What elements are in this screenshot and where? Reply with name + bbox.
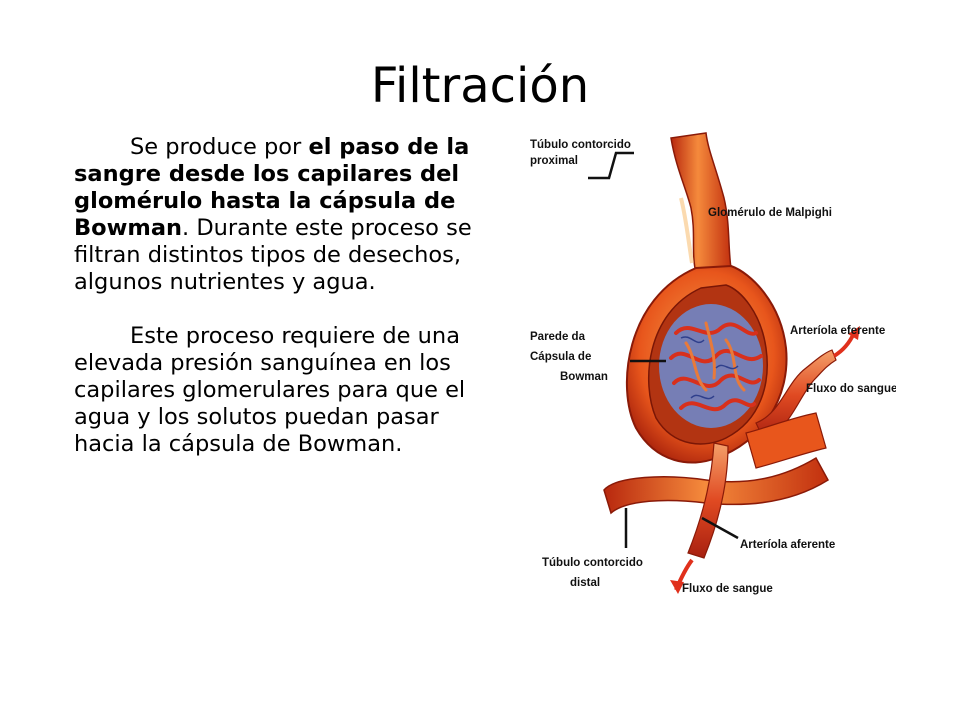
paragraph-1: Se produce por el paso de la sangre desd… bbox=[74, 134, 476, 296]
label-fluxo-do-sangue: Fluxo do sangue bbox=[806, 383, 896, 395]
label-fluxo-de-sangue: Fluxo de sangue bbox=[682, 583, 773, 595]
nephron-diagram: Túbulo contorcido proximal Glomérulo de … bbox=[530, 132, 896, 595]
leader-lines bbox=[588, 151, 739, 548]
label-parede-1: Parede da bbox=[530, 331, 586, 343]
body-text: Se produce por el paso de la sangre desd… bbox=[74, 134, 476, 458]
label-tubulo-distal-1: Túbulo contorcido bbox=[542, 557, 643, 569]
blood-flow-arrows bbox=[670, 326, 860, 594]
efferent-arteriole bbox=[755, 349, 837, 441]
slide-title: Filtración bbox=[370, 58, 590, 114]
label-tubulo-proximal-2: proximal bbox=[530, 155, 578, 167]
label-tubulo-distal-2: distal bbox=[570, 577, 600, 589]
label-arteriola-eferente: Arteríola eferente bbox=[790, 325, 885, 337]
arrow-out-icon bbox=[848, 326, 860, 340]
afferent-arteriole bbox=[687, 442, 729, 559]
label-arteriola-aferente: Arteríola aferente bbox=[740, 539, 835, 551]
label-parede-3: Bowman bbox=[560, 371, 608, 383]
label-parede-2: Cápsula de bbox=[530, 351, 591, 363]
arrow-in-icon bbox=[670, 580, 684, 594]
paragraph-2: Este proceso requiere de una elevada pre… bbox=[74, 323, 466, 457]
label-tubulo-proximal-1: Túbulo contorcido bbox=[530, 139, 631, 151]
proximal-tubule bbox=[670, 132, 732, 274]
paragraph-1-rest: . Durante este proceso se filtran distin… bbox=[74, 215, 472, 295]
label-glomerulo: Glomérulo de Malpighi bbox=[708, 207, 832, 219]
glomerulus bbox=[659, 304, 763, 428]
paragraph-1-bold: el paso de la sangre desde los capilares… bbox=[74, 134, 470, 241]
paragraph-1-intro: Se produce por bbox=[130, 134, 309, 160]
